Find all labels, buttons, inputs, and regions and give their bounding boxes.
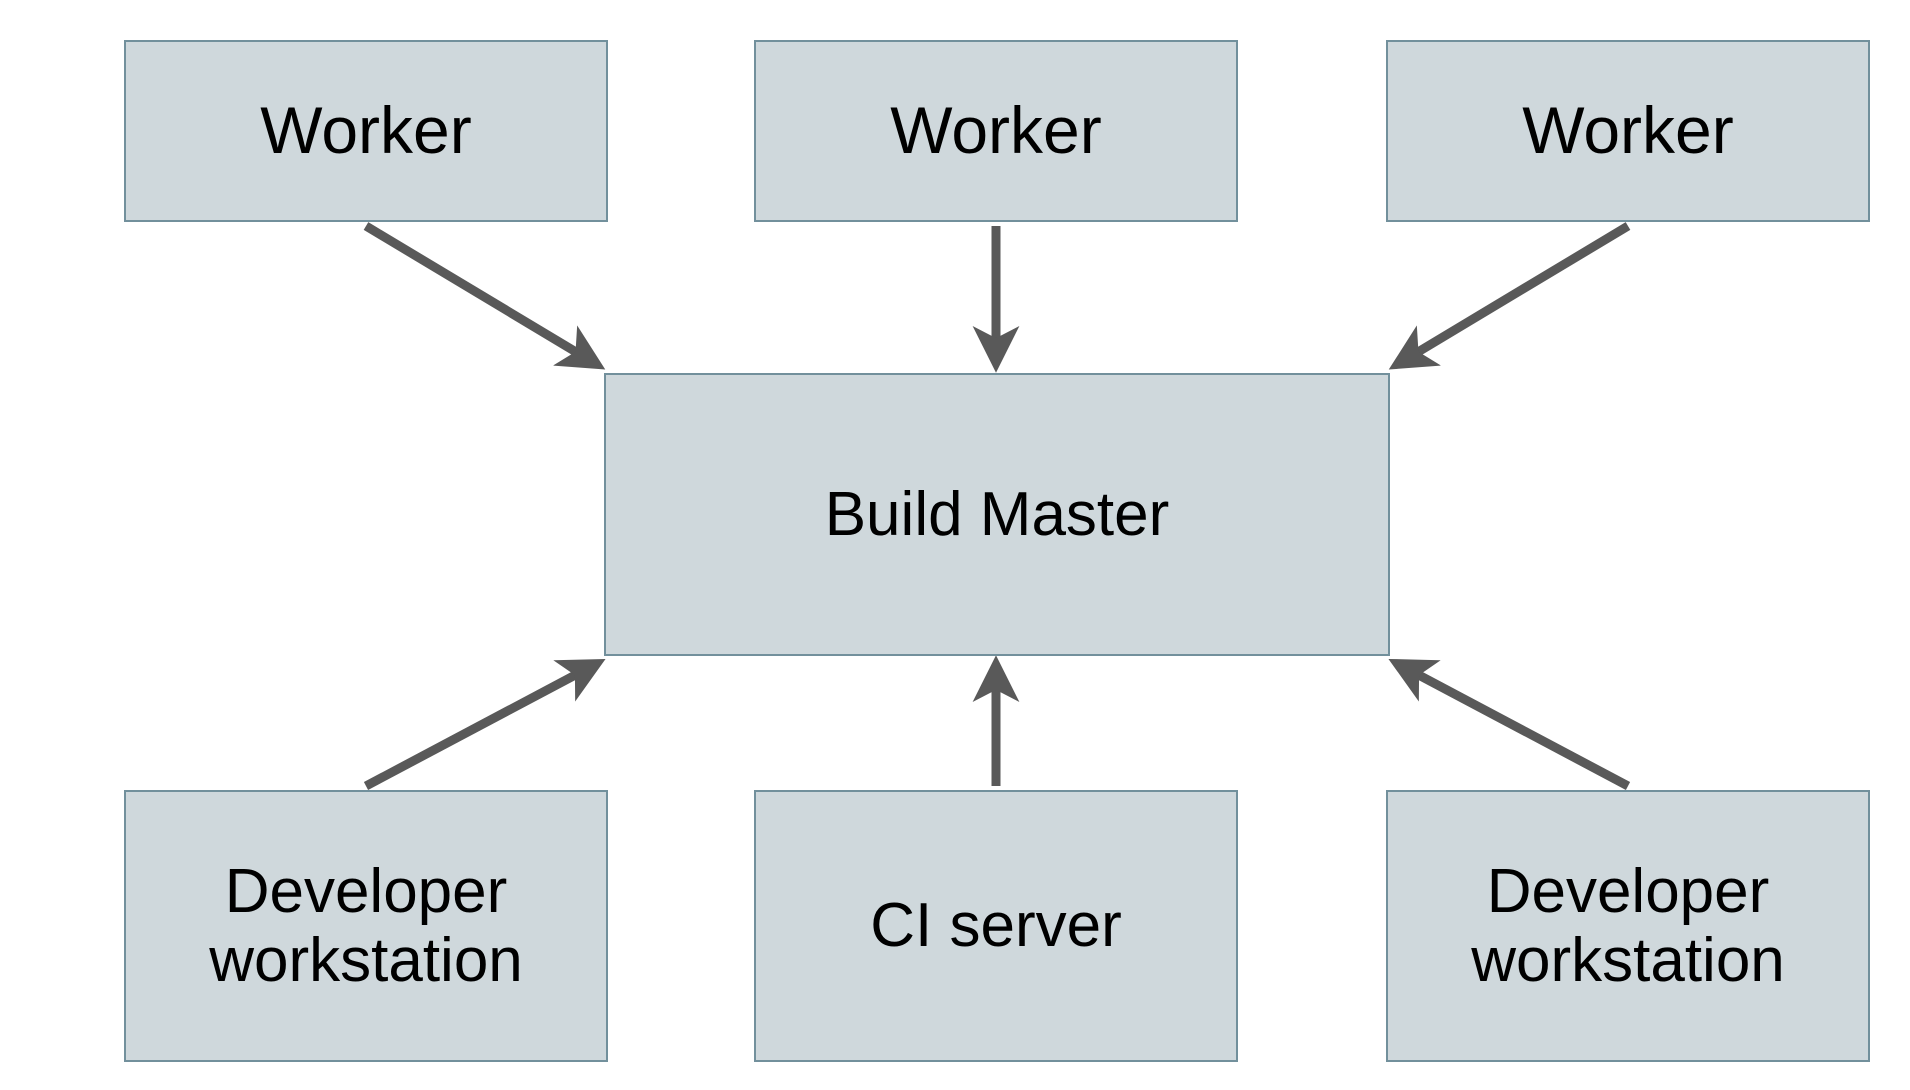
edge-worker-3-to-build-master bbox=[1388, 222, 1631, 370]
node-worker-1[interactable]: Worker bbox=[124, 40, 608, 222]
node-dev-workstation-2-label: Developer workstation bbox=[1471, 856, 1785, 995]
edge-worker-1-to-build-master bbox=[363, 222, 606, 370]
node-dev-workstation-2[interactable]: Developer workstation bbox=[1386, 790, 1870, 1062]
node-build-master-label: Build Master bbox=[824, 479, 1170, 549]
node-worker-2[interactable]: Worker bbox=[754, 40, 1238, 222]
node-worker-1-label: Worker bbox=[260, 93, 472, 168]
node-worker-2-label: Worker bbox=[890, 93, 1102, 168]
node-ci-server-label: CI server bbox=[870, 891, 1122, 961]
node-worker-3-label: Worker bbox=[1522, 93, 1734, 168]
node-ci-server[interactable]: CI server bbox=[754, 790, 1238, 1062]
node-build-master[interactable]: Build Master bbox=[604, 373, 1390, 656]
node-dev-workstation-1-label: Developer workstation bbox=[209, 856, 523, 995]
node-worker-3[interactable]: Worker bbox=[1386, 40, 1870, 222]
edge-dev-workstation-1-to-build-master bbox=[363, 658, 606, 790]
edge-dev-workstation-2-to-build-master bbox=[1388, 658, 1631, 790]
node-dev-workstation-1[interactable]: Developer workstation bbox=[124, 790, 608, 1062]
